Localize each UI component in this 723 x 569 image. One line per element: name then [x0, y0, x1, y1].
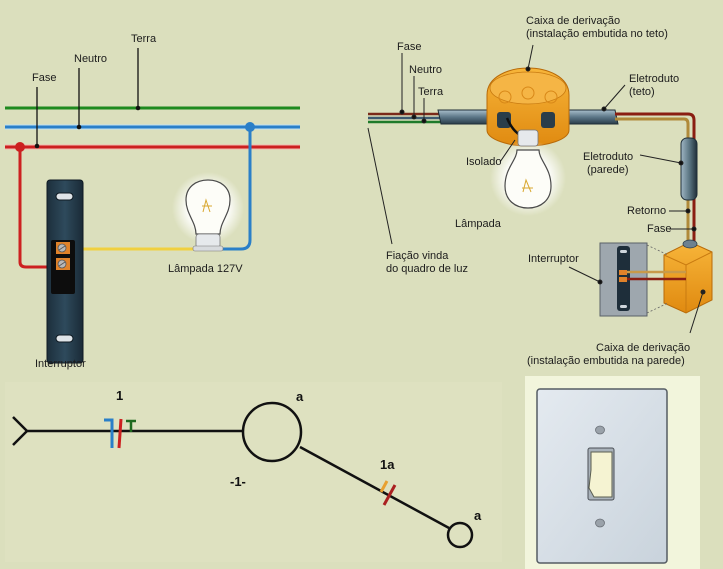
lamp-id-label: a: [296, 389, 304, 404]
fase-label: Fase: [32, 72, 56, 84]
switch-label: Interruptor: [35, 358, 86, 370]
wall-box-sub-label: (instalação embutida na parede): [527, 355, 685, 367]
fase-wall-label: Fase: [647, 223, 671, 235]
switch-plate: [46, 179, 84, 364]
retorno-label: Retorno: [627, 205, 666, 217]
neutro-tick: [104, 418, 114, 448]
interruptor-label-2: Interruptor: [528, 253, 579, 265]
isolado-label: Isolado: [466, 156, 501, 168]
conduit-wall-sub-label: (parede): [587, 164, 629, 176]
fase-return-tick: [382, 484, 397, 506]
terra-label-2: Terra: [418, 86, 444, 98]
conduit-ceiling-label: Eletroduto: [629, 73, 679, 85]
return-id-label: 1a: [380, 457, 395, 472]
wiring-panel: Terra Neutro Fase Interruptor: [5, 33, 300, 370]
lamp-point-symbol: [241, 401, 303, 463]
switch-id-label: a: [474, 508, 482, 523]
schematic-panel: 1 a -1- 1a a: [5, 382, 502, 562]
fase-tick: [117, 418, 123, 449]
retorno-tick: [379, 480, 389, 493]
circuit-number: 1: [116, 388, 123, 403]
wall-junction-box: [663, 239, 713, 314]
conduit-ceiling-sub-label: (teto): [629, 86, 655, 98]
neutro-label-2: Neutro: [409, 64, 442, 76]
wall-conduit: [680, 137, 698, 201]
ceiling-lamp-bulb-icon: [490, 129, 566, 216]
lamp-label: Lâmpada 127V: [168, 263, 243, 275]
screw-icon: [595, 425, 605, 435]
conduit-wall-label: Eletroduto: [583, 151, 633, 163]
ceiling-junction-box: [486, 67, 570, 147]
lampada-label: Lâmpada: [455, 218, 502, 230]
wall-box-label: Caixa de derivação: [596, 342, 690, 354]
fase-label-2: Fase: [397, 41, 421, 53]
neutro-label: Neutro: [74, 53, 107, 65]
lamp-bulb-icon: [172, 172, 244, 252]
wiring-from-label: Fiação vinda: [386, 250, 449, 262]
switch-photo-panel: [525, 376, 700, 569]
switch-symbol: [446, 521, 474, 549]
screw-icon: [595, 518, 605, 528]
terra-tick: [126, 419, 136, 432]
wall-switch: [599, 242, 686, 317]
ceiling-box-label: Caixa de derivação: [526, 15, 620, 27]
circuit-id-label: -1-: [230, 474, 246, 489]
ceiling-box-sub-label: (instalação embutida no teto): [526, 28, 668, 40]
terra-label: Terra: [131, 33, 157, 45]
installation-panel: Caixa de derivação (instalação embutida …: [367, 15, 713, 367]
return-line: [299, 445, 450, 530]
wiring-from-sub-label: do quadro de luz: [386, 263, 468, 275]
toggle-switch-icon[interactable]: [588, 451, 613, 498]
